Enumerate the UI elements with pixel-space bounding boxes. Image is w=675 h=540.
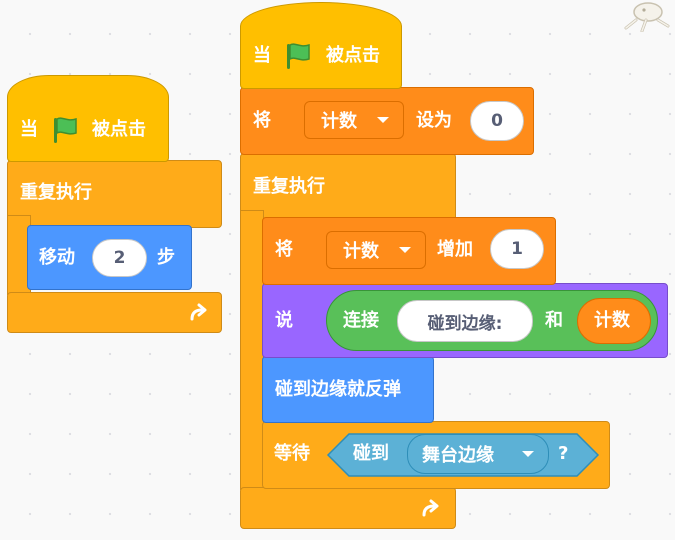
loop-arrow-icon (190, 303, 207, 321)
touching-object-value: 舞台边缘 (422, 445, 494, 466)
right-hat-suffix: 被点击 (326, 45, 380, 66)
change-variable-mid: 增加 (437, 239, 473, 260)
move-label: 移动 (39, 247, 75, 268)
set-variable-name: 计数 (321, 111, 357, 132)
right-when-flag-clicked-block[interactable] (240, 2, 402, 89)
change-variable-prefix: 将 (275, 239, 293, 260)
right-forever-label: 重复执行 (253, 176, 325, 197)
set-variable-prefix: 将 (253, 110, 271, 131)
touching-object-dropdown[interactable]: 舞台边缘 (407, 434, 549, 474)
change-variable-name: 计数 (343, 241, 379, 262)
change-variable-dropdown[interactable]: 计数 (326, 231, 426, 269)
sprite-cat-icon (624, 2, 670, 32)
left-hat-prefix: 当 (20, 119, 38, 140)
set-variable-mid: 设为 (416, 110, 452, 131)
chevron-down-icon (522, 451, 534, 457)
left-forever-label: 重复执行 (20, 182, 92, 203)
say-label: 说 (275, 310, 293, 331)
join-text-input[interactable]: 碰到边缘: (397, 300, 533, 342)
wait-until-label: 等待 (274, 443, 310, 464)
count-variable-label: 计数 (594, 310, 630, 331)
change-variable-value-input[interactable]: 1 (490, 229, 544, 269)
left-hat-suffix: 被点击 (92, 119, 146, 140)
right-forever-arm (240, 210, 264, 490)
set-variable-value-input[interactable]: 0 (470, 101, 524, 141)
left-when-flag-clicked-block[interactable] (7, 75, 169, 162)
chevron-down-icon (377, 117, 389, 123)
join-label: 连接 (343, 310, 379, 331)
chevron-down-icon (399, 247, 411, 253)
green-flag-icon (287, 43, 310, 69)
move-unit-label: 步 (157, 247, 175, 268)
count-variable-reporter[interactable] (577, 298, 651, 344)
right-forever-bottom (240, 487, 456, 529)
left-forever-bottom (7, 292, 222, 333)
loop-arrow-icon (422, 499, 439, 517)
touching-label: 碰到 (353, 443, 389, 464)
green-flag-icon (54, 117, 77, 143)
bounce-label: 碰到边缘就反弹 (275, 379, 401, 400)
move-steps-input[interactable]: 2 (92, 239, 147, 277)
set-variable-dropdown[interactable]: 计数 (304, 101, 404, 139)
right-hat-prefix: 当 (253, 45, 271, 66)
join-and-label: 和 (545, 310, 563, 331)
touching-suffix: ? (558, 443, 569, 464)
